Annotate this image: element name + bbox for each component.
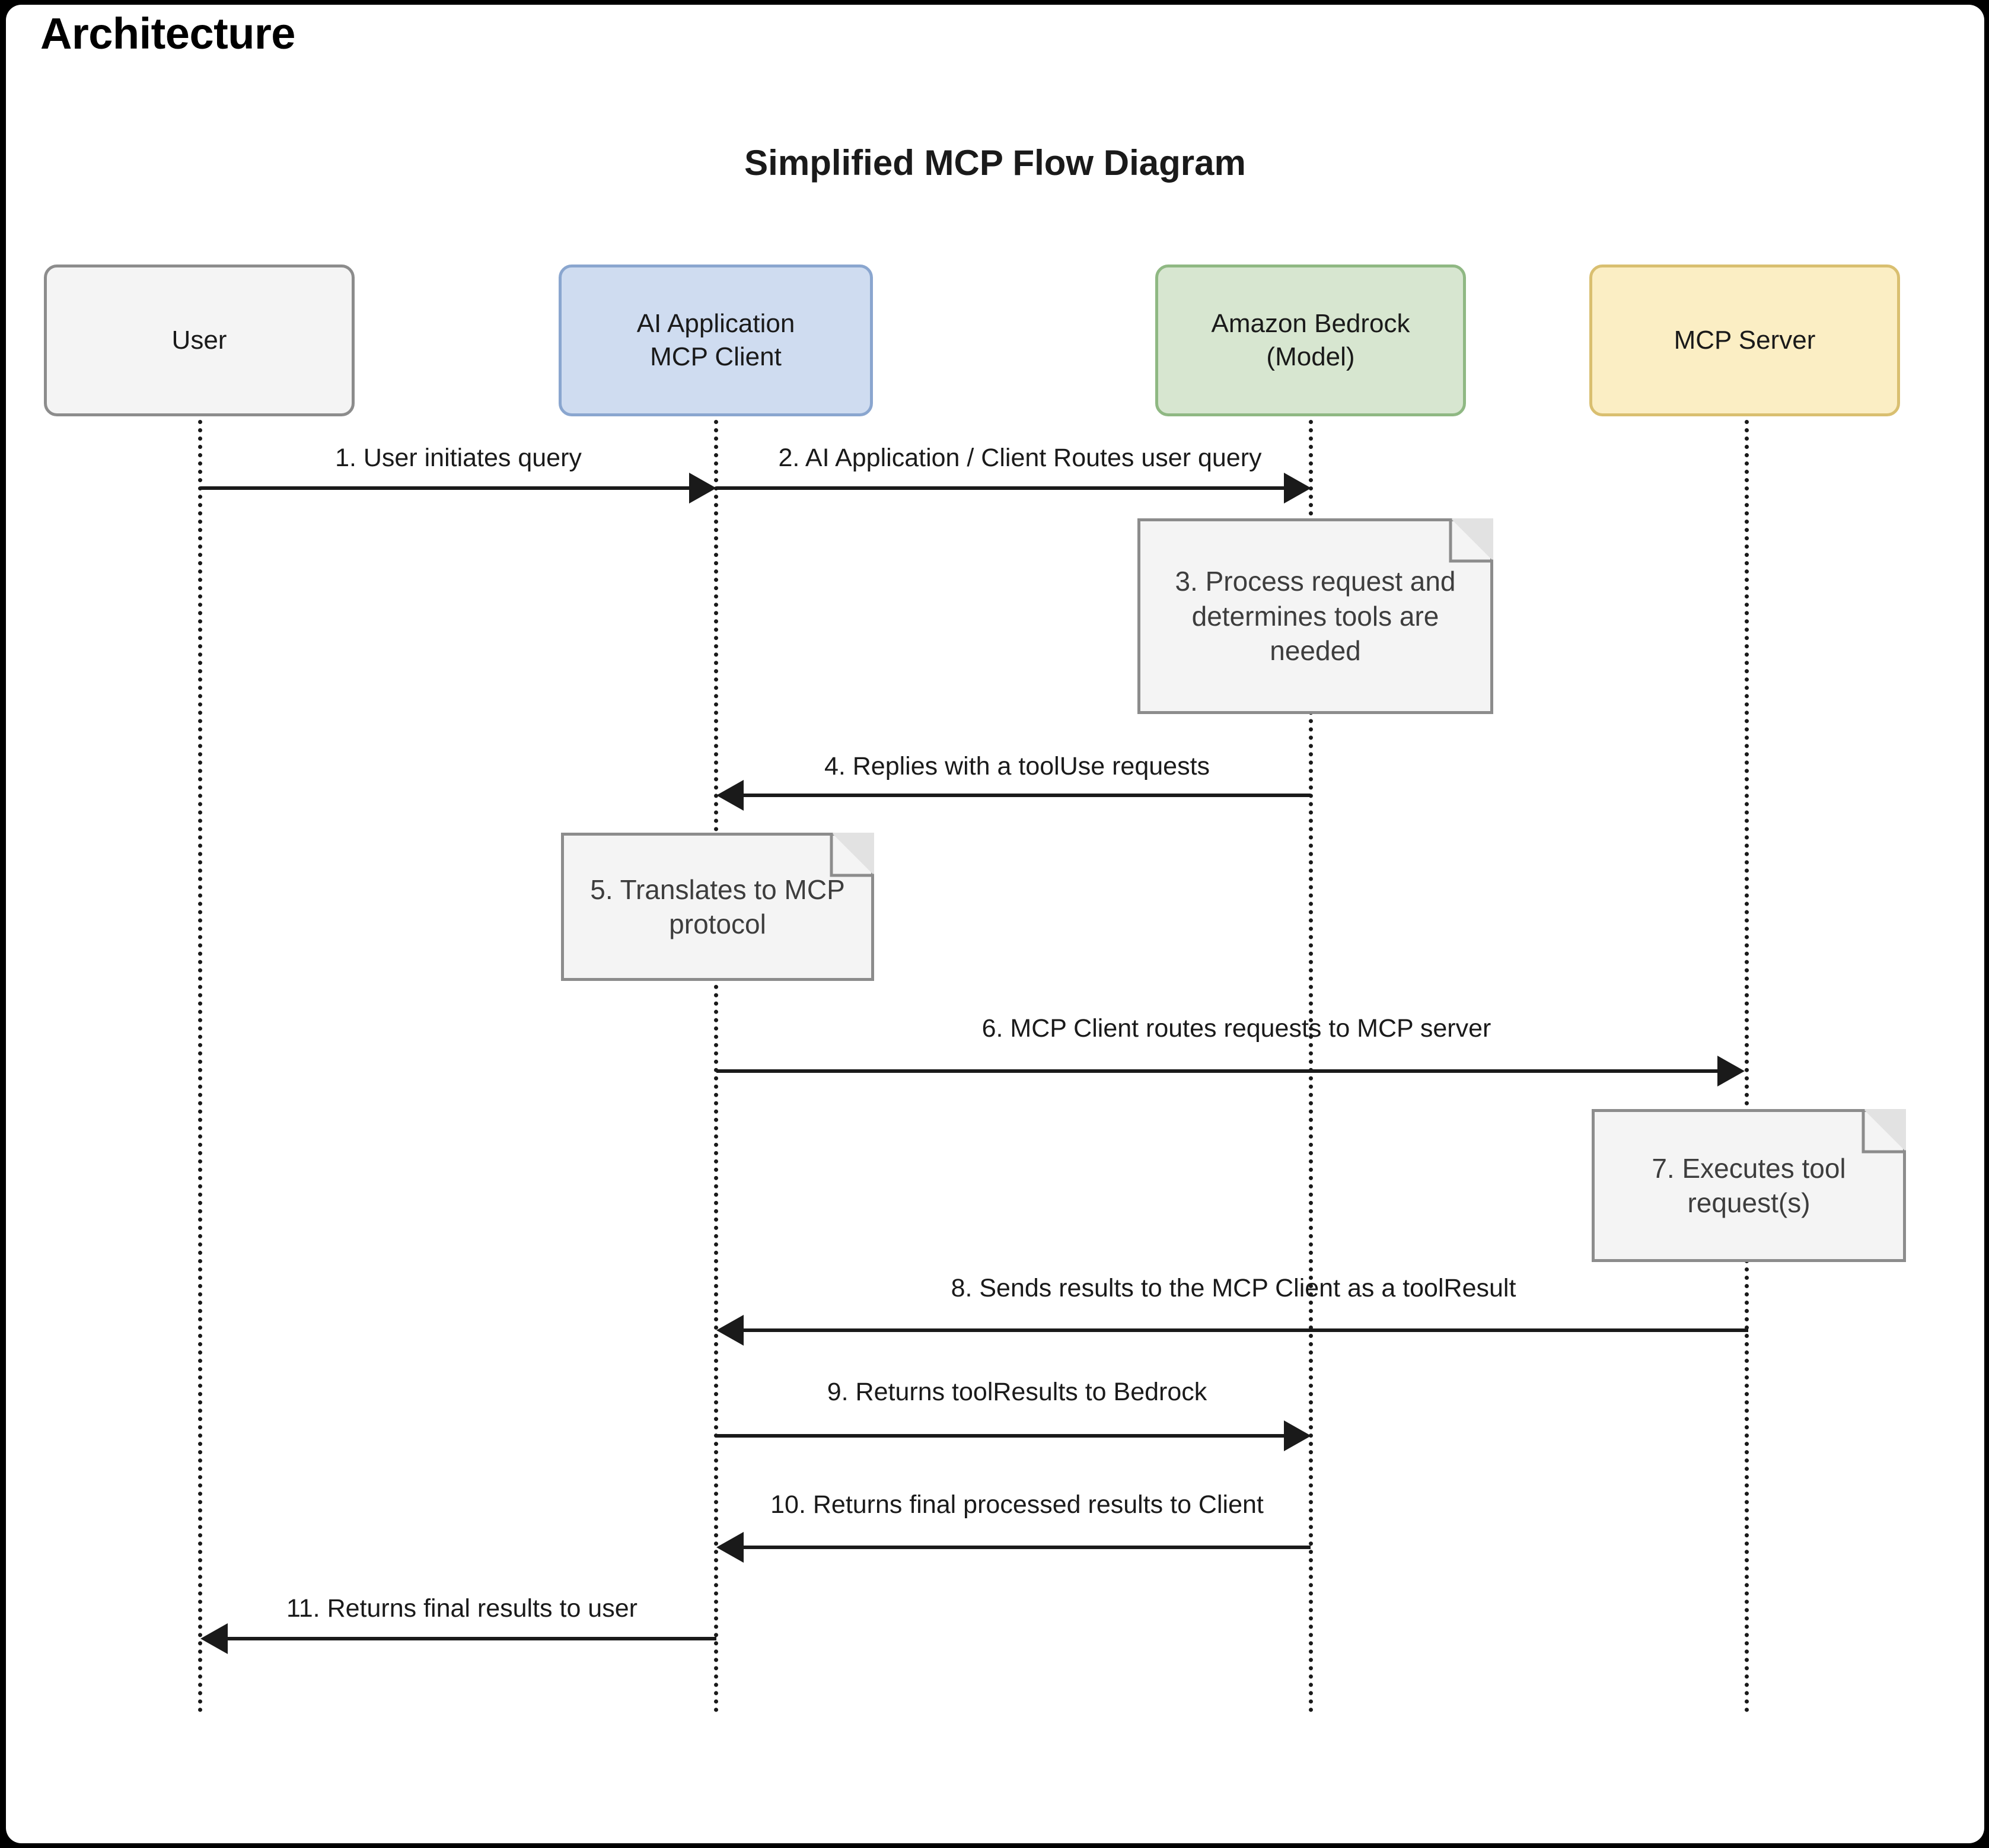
message-line-1 [200,486,691,490]
message-label-10: 10. Returns final processed results to C… [770,1490,1264,1519]
arrow-head-9 [1284,1420,1311,1451]
note-7: 7. Executes tool request(s) [1592,1109,1906,1262]
arrow-head-1 [689,473,716,504]
message-label-11: 11. Returns final results to user [286,1594,638,1623]
note-fold-icon-5 [831,833,874,875]
note-3: 3. Process request and determines tools … [1137,518,1493,714]
message-label-1: 1. User initiates query [335,444,582,472]
lifeline-user [198,420,202,1713]
arrow-head-2 [1284,473,1311,504]
arrow-head-6 [1717,1056,1745,1087]
message-line-10 [744,1546,1311,1549]
arrow-head-4 [716,780,744,811]
message-line-4 [744,794,1311,797]
note-5: 5. Translates to MCP protocol [561,833,874,981]
lifeline-bedrock [1309,420,1313,1713]
message-line-2 [716,486,1286,490]
arrow-head-8 [716,1315,744,1346]
participant-user[interactable]: User [44,265,355,416]
participant-label-server: MCP Server [1674,325,1816,355]
message-label-8: 8. Sends results to the MCP Client as a … [951,1274,1516,1302]
page-title: Architecture [40,9,295,58]
message-line-8 [744,1328,1748,1332]
note-fold-icon-7 [1863,1109,1906,1152]
message-label-4: 4. Replies with a toolUse requests [824,752,1210,780]
message-label-9: 9. Returns toolResults to Bedrock [827,1378,1207,1406]
participant-bedrock[interactable]: Amazon Bedrock(Model) [1155,265,1466,416]
participant-server[interactable]: MCP Server [1589,265,1900,416]
message-line-6 [716,1069,1719,1073]
note-text-5: 5. Translates to MCP protocol [590,874,845,939]
message-line-11 [228,1637,716,1640]
note-text-3: 3. Process request and determines tools … [1175,566,1456,667]
diagram-canvas: Architecture Simplified MCP Flow Diagram… [6,5,1984,1843]
message-label-6: 6. MCP Client routes requests to MCP ser… [981,1014,1491,1043]
arrow-head-10 [716,1532,744,1563]
lifeline-server [1745,420,1749,1713]
participant-label-bedrock: Amazon Bedrock(Model) [1211,308,1410,371]
note-fold-icon-3 [1451,518,1493,561]
arrow-head-11 [200,1623,228,1654]
diagram-title: Simplified MCP Flow Diagram [744,143,1246,183]
lifeline-client [714,420,718,1713]
note-text-7: 7. Executes tool request(s) [1652,1152,1846,1218]
participant-label-user: User [171,325,227,355]
message-line-9 [716,1434,1286,1438]
message-label-2: 2. AI Application / Client Routes user q… [778,444,1262,472]
